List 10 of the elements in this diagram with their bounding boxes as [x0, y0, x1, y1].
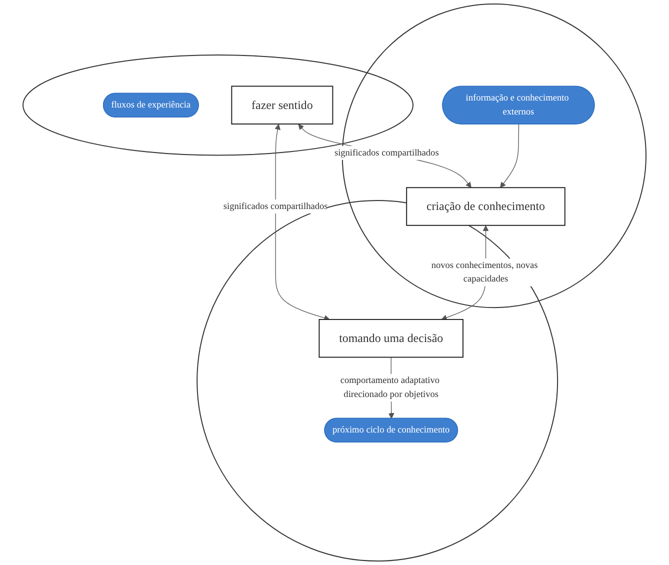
edge-label: significados compartilhados [334, 148, 439, 158]
node-box: fazer sentido [231, 86, 334, 124]
node-box: criação de conhecimento [406, 187, 566, 226]
node-box: tomando uma decisão [318, 318, 464, 358]
arrow [274, 124, 330, 321]
arrow [500, 124, 520, 188]
arrow [298, 124, 472, 188]
edge-label: novos conhecimentos, novas capacidades [431, 260, 538, 284]
edge-label: significados compartilhados [223, 202, 328, 212]
edge-label: comportamento adaptativo direcionado por objetivos [340, 376, 440, 400]
